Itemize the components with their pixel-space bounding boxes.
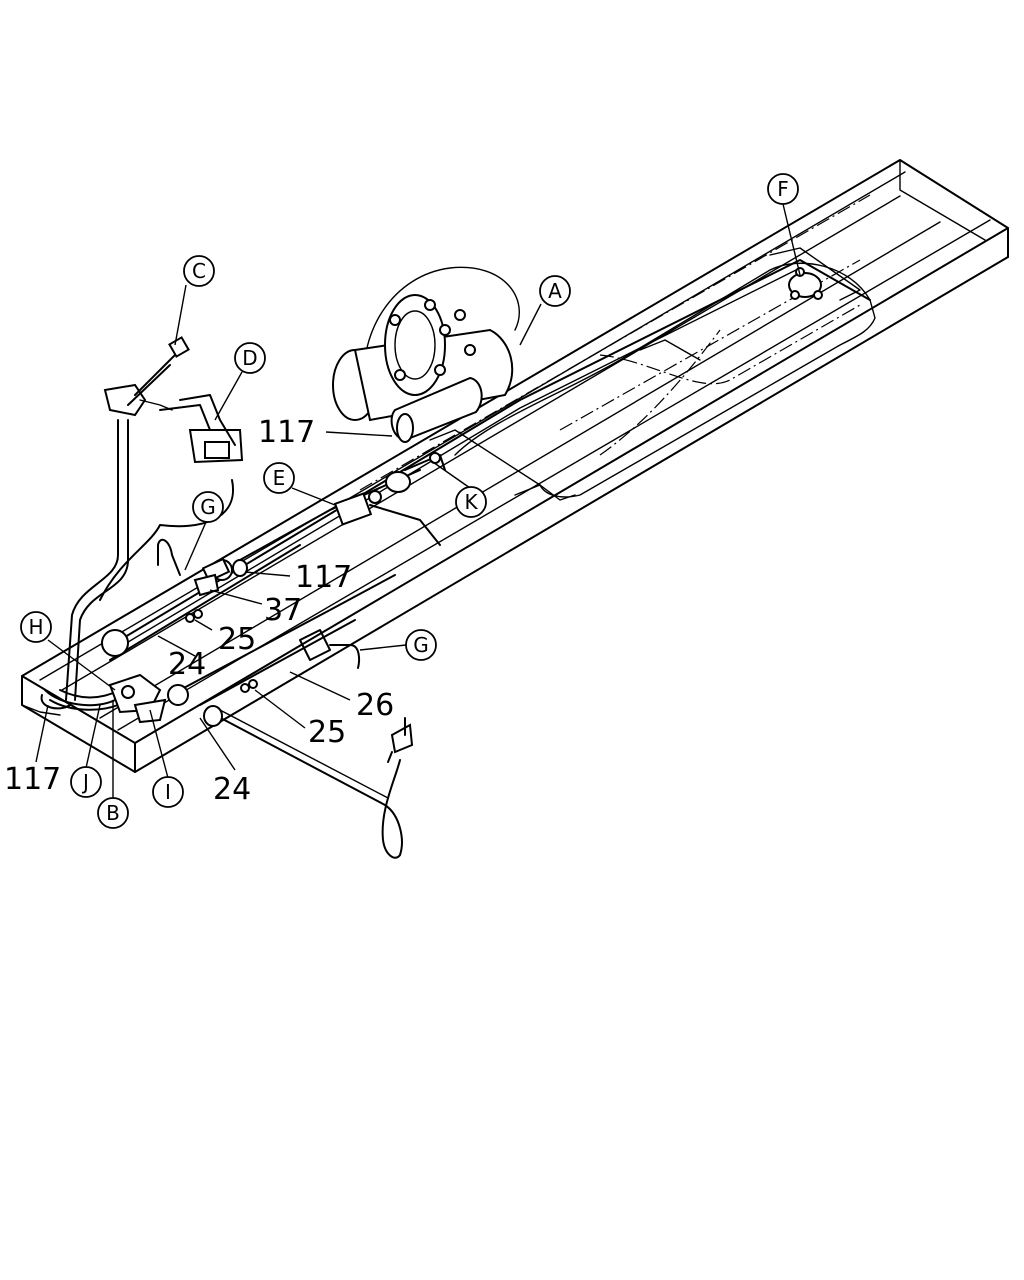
air-pipes <box>44 259 871 859</box>
part-number-labels: 117 117 117 37 25 25 24 24 26 <box>4 415 394 807</box>
part-24-upper: 24 <box>168 647 206 682</box>
callout-d: D <box>234 342 266 374</box>
leader-lines <box>35 203 801 798</box>
part-24-lower: 24 <box>213 772 251 807</box>
part-117-lower: 117 <box>4 762 61 797</box>
callout-h-label: H <box>28 615 43 639</box>
callout-j-label: J <box>81 770 89 794</box>
callout-e-label: E <box>273 466 286 490</box>
callout-e: E <box>263 462 295 494</box>
callout-g-top-label: G <box>200 495 216 519</box>
callout-f: F <box>767 173 799 205</box>
part-117-middle: 117 <box>295 560 352 595</box>
part-25-lower: 25 <box>308 715 346 750</box>
callout-d-label: D <box>242 346 257 370</box>
callout-g-right-label: G <box>413 633 429 657</box>
callout-a-label: A <box>548 279 562 303</box>
callout-c-label: C <box>192 259 206 283</box>
callout-g-right: G <box>405 629 437 661</box>
callout-f-label: F <box>777 177 789 201</box>
callout-h: H <box>20 611 52 643</box>
callout-i-label: I <box>165 780 171 804</box>
callout-c: C <box>183 255 215 287</box>
components <box>40 267 823 763</box>
callout-b: B <box>97 797 129 829</box>
part-117-upper: 117 <box>258 415 315 450</box>
callout-j: J <box>70 766 102 798</box>
callout-k-label: K <box>464 490 478 514</box>
callout-i: I <box>152 776 184 808</box>
part-25-upper: 25 <box>218 622 256 657</box>
part-26: 26 <box>356 688 394 723</box>
callout-k: K <box>455 486 487 518</box>
callout-a: A <box>539 275 571 307</box>
callout-b-label: B <box>106 801 120 825</box>
air-tank-assembly <box>332 266 520 443</box>
part-37: 37 <box>264 593 302 628</box>
callout-g-top: G <box>192 491 224 523</box>
